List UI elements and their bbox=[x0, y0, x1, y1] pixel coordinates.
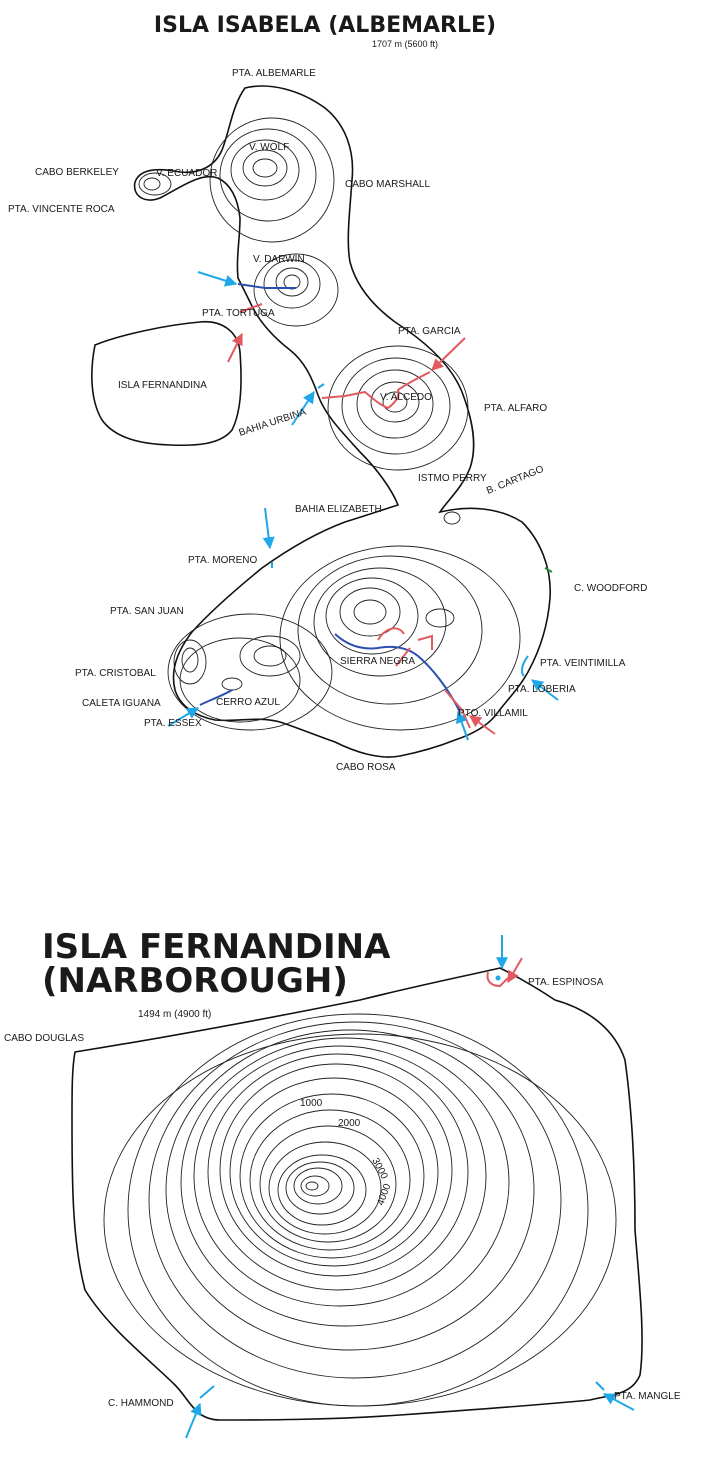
fernandina-title-line2: (NARBOROUGH) bbox=[42, 961, 348, 1001]
label-contour-1000: 1000 bbox=[300, 1098, 323, 1109]
label-v-darwin: V. DARWIN bbox=[253, 254, 305, 265]
label-v-alcedo: V. ALCEDO bbox=[380, 392, 432, 403]
trail-hammond bbox=[199, 1385, 215, 1399]
label-pta-tortuga: PTA. TORTUGA bbox=[202, 308, 275, 319]
arrow-hammond-blue bbox=[185, 1402, 202, 1439]
label-pta-essex: PTA. ESSEX bbox=[144, 718, 202, 729]
label-contour-2000: 2000 bbox=[338, 1118, 361, 1129]
label-v-wolf: V. WOLF bbox=[249, 142, 289, 153]
trail-espinosa-red bbox=[486, 971, 509, 988]
label-pta-san-juan: PTA. SAN JUAN bbox=[110, 606, 184, 617]
label-pta-alfaro: PTA. ALFARO bbox=[484, 403, 547, 414]
arrow-moreno-blue bbox=[262, 507, 275, 550]
label-b-cartago: B. CARTAGO bbox=[485, 464, 546, 497]
arrow-garcia-red bbox=[431, 337, 466, 371]
trail-urbina bbox=[317, 383, 325, 389]
label-pta-loberia: PTA. LOBERIA bbox=[508, 684, 576, 695]
label-bahia-elizabeth: BAHIA ELIZABETH bbox=[295, 504, 382, 515]
label-cerro-azul: CERRO AZUL bbox=[216, 697, 280, 708]
fernandina-elevation: 1494 m (4900 ft) bbox=[138, 1009, 211, 1020]
isabela-elevation: 1707 m (5600 ft) bbox=[372, 39, 438, 49]
isabela-title: ISLA ISABELA (ALBEMARLE) bbox=[154, 13, 496, 38]
label-caleta-iguana: CALETA IGUANA bbox=[82, 698, 161, 709]
label-pta-espinosa: PTA. ESPINOSA bbox=[528, 977, 604, 988]
label-pta-albemarle: PTA. ALBEMARLE bbox=[232, 68, 316, 79]
fernandina-inset-outline bbox=[91, 321, 242, 447]
espinosa-point bbox=[495, 975, 501, 981]
trail-veintimilla bbox=[520, 655, 529, 677]
label-contour-3000: 3000 bbox=[369, 1156, 389, 1181]
arrow-espinosa-red bbox=[507, 957, 523, 984]
label-pto-villamil: PTO. VILLAMIL bbox=[458, 708, 528, 719]
fernandina-title-line1: ISLA FERNANDINA bbox=[42, 927, 391, 967]
trail-sierra-negra-red bbox=[377, 627, 471, 729]
isabela-coastline bbox=[133, 85, 551, 758]
isabela-contours bbox=[138, 117, 521, 731]
fernandina-coastline bbox=[71, 967, 643, 1421]
label-pta-moreno: PTA. MORENO bbox=[188, 555, 257, 566]
arrow-tortuga-red bbox=[227, 332, 243, 363]
label-c-hammond: C. HAMMOND bbox=[108, 1398, 174, 1409]
trail-sierra-negra bbox=[334, 633, 461, 713]
trail-tortuga bbox=[239, 303, 263, 313]
label-isla-fernandina: ISLA FERNANDINA bbox=[118, 380, 207, 391]
woodford-marker bbox=[544, 567, 553, 573]
trail-mangle bbox=[595, 1381, 605, 1391]
trail-alcedo bbox=[321, 371, 431, 410]
label-cabo-marshall: CABO MARSHALL bbox=[345, 179, 430, 190]
label-c-woodford: C. WOODFORD bbox=[574, 583, 647, 594]
fernandina-map: ISLA FERNANDINA (NARBOROUGH) 1494 m (490… bbox=[4, 927, 681, 1439]
label-cabo-berkeley: CABO BERKELEY bbox=[35, 167, 119, 178]
label-sierra-negra: SIERRA NEGRA bbox=[340, 656, 415, 667]
arrow-loberia-blue bbox=[531, 679, 559, 701]
label-cabo-douglas: CABO DOUGLAS bbox=[4, 1033, 84, 1044]
label-pta-mangle: PTA. MANGLE bbox=[614, 1391, 681, 1402]
label-pta-garcia: PTA. GARCIA bbox=[398, 326, 461, 337]
label-pta-cristobal: PTA. CRISTOBAL bbox=[75, 668, 156, 679]
arrow-tortuga-blue bbox=[197, 271, 238, 287]
trail-darwin bbox=[237, 283, 296, 289]
label-cabo-rosa: CABO ROSA bbox=[336, 762, 396, 773]
arrow-urbina-blue bbox=[291, 391, 315, 426]
isabela-map: ISLA ISABELA (ALBEMARLE) 1707 m (5600 ft… bbox=[8, 13, 647, 773]
label-bahia-urbina: BAHIA URBINA bbox=[238, 407, 308, 439]
label-v-ecuador: V. ECUADOR bbox=[156, 168, 217, 179]
arrow-essex-blue bbox=[167, 707, 200, 727]
arrow-villamil-red bbox=[469, 715, 496, 735]
trail-cerro-azul bbox=[199, 689, 233, 706]
label-contour-4000: 4000 bbox=[375, 1182, 393, 1207]
arrow-mangle-blue bbox=[602, 1393, 635, 1411]
label-pta-vincente-roca: PTA. VINCENTE ROCA bbox=[8, 204, 115, 215]
label-istmo-perry: ISTMO PERRY bbox=[418, 473, 487, 484]
arrow-villamil-blue bbox=[455, 710, 469, 741]
label-pta-veintimilla: PTA. VEINTIMILLA bbox=[540, 658, 626, 669]
fernandina-contours bbox=[103, 1013, 617, 1407]
